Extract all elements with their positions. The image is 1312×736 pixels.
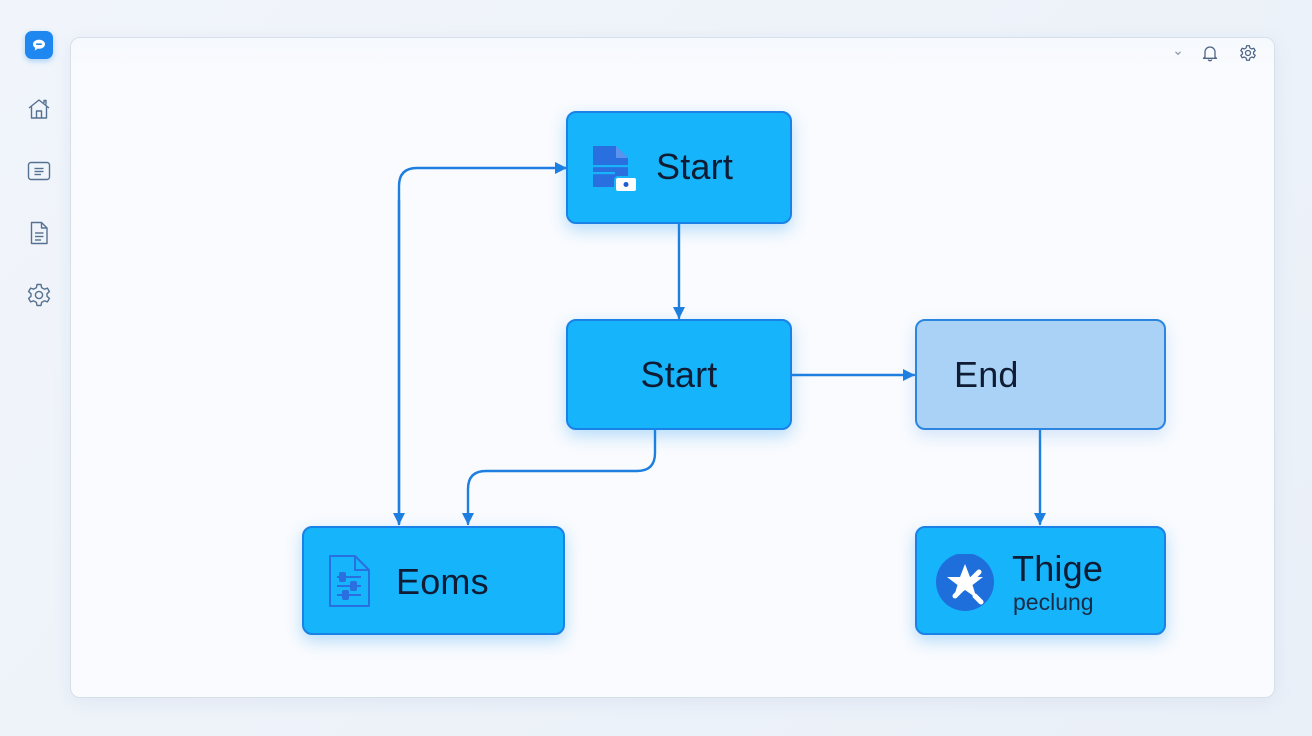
sidebar-rail <box>0 0 70 736</box>
flow-node-start-middle[interactable]: Start <box>566 319 792 430</box>
nav-documents-button[interactable] <box>24 218 54 248</box>
node-label: Start <box>640 353 718 395</box>
flow-node-end[interactable]: End <box>915 319 1166 430</box>
settings-icon <box>27 283 51 307</box>
node-sublabel: peclung <box>1013 589 1094 615</box>
node-label: Start <box>656 146 734 187</box>
nav-list-button[interactable] <box>24 156 54 186</box>
node-label: End <box>954 354 1019 395</box>
flow-node-start-top[interactable]: Start <box>566 111 792 224</box>
list-icon <box>27 161 51 181</box>
home-icon <box>28 99 50 119</box>
nav-settings-button[interactable] <box>24 280 54 310</box>
star-tools-icon <box>936 554 994 611</box>
collapse-dropdown-button[interactable] <box>1167 42 1189 64</box>
app-logo[interactable] <box>25 31 53 59</box>
chevron-down-icon <box>1175 51 1181 56</box>
gear-icon <box>1240 45 1256 61</box>
flow-node-eoms[interactable]: Eoms <box>302 526 565 635</box>
nav-home-button[interactable] <box>24 94 54 124</box>
document-sliders-icon <box>329 555 370 607</box>
file-lock-icon <box>593 146 638 193</box>
panel-toolbar <box>71 38 1274 66</box>
bell-icon <box>1202 46 1218 62</box>
chat-bubble-icon <box>33 39 45 51</box>
flow-node-trigger[interactable]: Thige peclung <box>915 526 1166 635</box>
node-label: Eoms <box>396 561 489 602</box>
node-label: Thige <box>1012 548 1104 589</box>
settings-button[interactable] <box>1237 42 1259 64</box>
document-icon <box>30 221 48 245</box>
notifications-button[interactable] <box>1199 42 1221 64</box>
